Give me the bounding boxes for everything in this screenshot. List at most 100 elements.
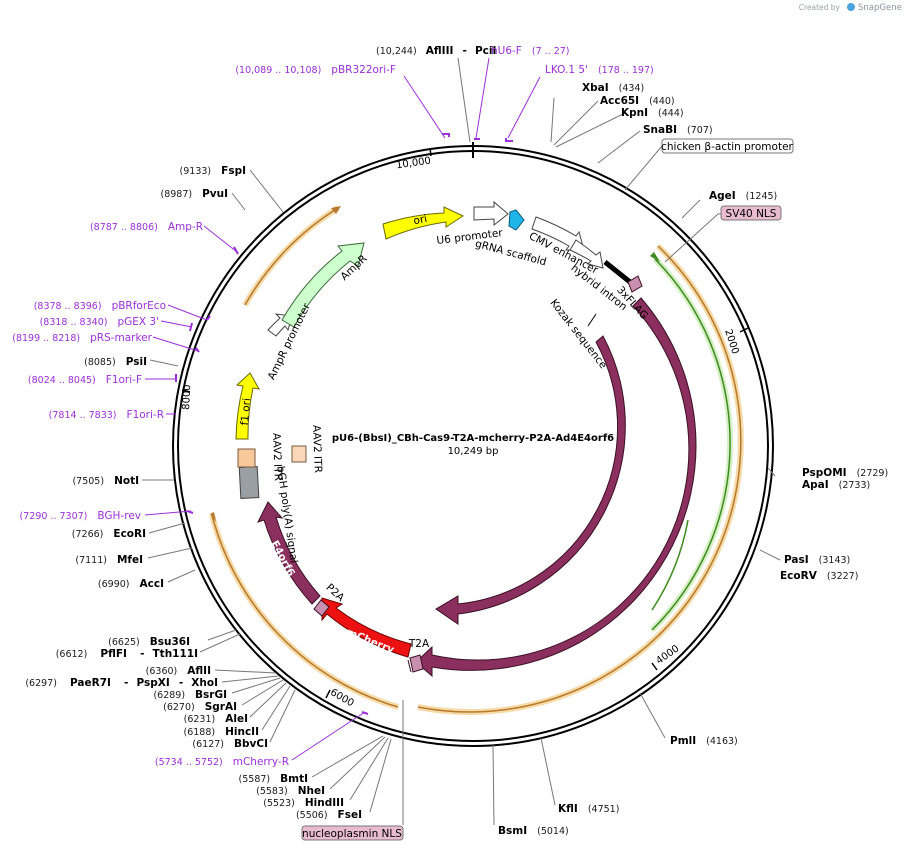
credit-brand: SnapGene [858,3,902,13]
primer-mcherry-r[interactable]: (5734 .. 5752)mCherry-R [155,756,289,768]
enzyme-acc65I[interactable]: Acc65I(440) [600,95,675,107]
enzyme-ageI[interactable]: AgeI(1245) [709,190,777,202]
ruler-tick-4000 [651,662,658,671]
enzyme-aleI[interactable]: (6231)AleI [184,713,248,725]
primer-lko[interactable]: LKO.1 5'(178 .. 197) [545,64,654,76]
leader-snaBI [597,130,641,164]
enzyme-bsmI[interactable]: BsmI(5014) [498,825,569,837]
orf-green-arc [651,258,731,631]
enzyme-apaI[interactable]: ApaI(2733) [802,479,870,491]
f1-ori-label: f1 ori [239,398,253,426]
enzyme-xbaI[interactable]: XbaI(434) [582,82,644,94]
f1-ori-feature [235,372,260,440]
leader-pvuI [231,192,246,211]
enzyme-hindIII[interactable]: (5523)HindIII [263,797,344,809]
ori-feature [382,206,465,240]
primer-prs-marker[interactable]: (8199 .. 8218)pRS-marker [12,332,152,344]
leader-hincII [261,685,291,731]
enzyme-fseI[interactable]: (5506)FseI [296,809,362,821]
cas9-inner-feature [435,335,626,625]
enzyme-snaBI[interactable]: SnaBI(707) [643,124,713,136]
orf-cas9-arc [417,245,742,713]
primer-pbr322ori-f[interactable]: (10,089 .. 10,108)pBR322ori-F [235,64,396,76]
kozak-label: Kozak sequence [548,297,610,371]
enzyme-ecoRI[interactable]: (7266)EcoRI [72,528,146,540]
credit-prefix: Created by [799,3,841,12]
enzyme-notI[interactable]: (7505)NotI [72,475,139,487]
primer-mark-bghrev [186,510,194,514]
primer-lines [144,57,541,761]
leader-fspI [249,169,284,213]
orf-amp-arc [244,207,339,306]
enzyme-bsrGI[interactable]: (6289)BsrGI [153,689,227,701]
ruler-label-10000: 10,000 [395,156,431,172]
sv40-nls-label[interactable]: SV40 NLS [726,208,777,220]
enzyme-pasI[interactable]: PasI(3143) [784,554,850,566]
enzyme-ecoRV[interactable]: EcoRV(3227) [780,570,858,582]
enzyme-pciI-name: PciI [475,45,496,57]
enzyme-hincII[interactable]: (6188)HincII [184,726,260,738]
primer-pbrforeco[interactable]: (8378 .. 8396)pBRforEco [34,300,166,312]
enzyme-aflIII[interactable]: (10,244) AflIII - PciI [376,39,496,58]
ruler-tick-6000 [325,689,331,699]
enzyme-fspI[interactable]: (9133)FspI [180,165,246,177]
primer-amp-r[interactable]: (8787 .. 8806)Amp-R [90,221,203,233]
enzyme-labels: (10,244) AflIII - PciI XbaI(434) Acc65I(… [25,39,888,837]
primer-line-mcherryr [291,711,366,761]
primer-pgex3[interactable]: (8318 .. 8340)pGEX 3' [40,316,159,328]
enzyme-bmtI[interactable]: (5587)BmtI [239,773,308,785]
leader-xbaI [550,97,555,143]
leader-lines [142,57,781,826]
u6-promoter-feature [473,200,509,227]
sv40-nls-box [720,205,782,221]
primer-hu6f[interactable]: hU6-F(7 .. 27) [491,45,569,57]
t2a-marker-line [407,659,412,673]
leader-bsrGI [231,677,281,694]
primer-line-pgex [160,320,193,328]
bgh-polya-feature [238,466,260,499]
orf-amp-highlight [242,205,340,307]
leader-bbvCI [269,689,296,743]
enzyme-kpnI[interactable]: KpnI(444) [621,107,684,119]
chicken-actin-box [661,138,794,154]
hybrid-intron-feature [569,239,604,269]
nucleoplasmin-nls-box [301,825,404,841]
enzyme-sgrAI[interactable]: (6270)SgrAI [163,701,237,713]
map-title-block: pU6-(BbsI)_CBh-Cas9-T2A-mcherry-P2A-Ad4E… [332,433,614,457]
enzyme-paeR7I-pspXI-xhoI[interactable]: (6297) PaeR7I - PspXI - XhoI [25,671,218,690]
nucleoplasmin-nls-label[interactable]: nucleoplasmin NLS [302,828,402,840]
enzyme-aflII[interactable]: (6360)AflII [146,665,211,677]
primer-labels: hU6-F(7 .. 27) LKO.1 5'(178 .. 197) (10,… [12,45,653,768]
boxed-labels: chicken β-actin promoter SV40 NLS nucleo… [301,138,794,841]
leader-kpnI [555,112,626,148]
ruler-tick-2000 [739,327,749,333]
aav2-itr-left-feature [237,448,256,468]
t2a-label: T2A [408,638,430,650]
kozak-marker [587,313,597,327]
chicken-actin-label[interactable]: chicken β-actin promoter [661,141,793,153]
orf-green-arrowhead [650,252,660,262]
enzyme-kflI[interactable]: KflI(4751) [558,803,619,815]
enzyme-pmlI[interactable]: PmlI(4163) [670,735,738,747]
leader-ecoRI [148,522,186,534]
enzyme-psiI[interactable]: (8085)PsiI [84,356,147,368]
grna-scaffold-feature [508,209,525,231]
enzyme-pflFI-tth111I[interactable]: (6612) PflFI - Tth111I [56,642,198,661]
enzyme-bsu36I[interactable]: (6625)Bsu36I [108,636,190,648]
leader-ageI [681,199,701,219]
3xflag-feature [603,260,632,284]
primer-f1ori-f[interactable]: (8024 .. 8045)F1ori-F [28,374,142,386]
snapgene-logo-icon [847,3,855,11]
enzyme-nheI[interactable]: (5583)NheI [256,785,325,797]
enzyme-pspOMI[interactable]: PspOMI(2729) [802,467,888,479]
enzyme-pvuI[interactable]: (8987)PvuI [160,188,228,200]
primer-bgh-rev[interactable]: (7290 .. 7307)BGH-rev [20,510,141,522]
primer-f1ori-r[interactable]: (7814 .. 7833)F1ori-R [49,409,164,421]
enzyme-aflIII-pos: (10,244) [376,46,417,57]
leader-bsmI [492,744,495,826]
enzyme-bbvCI[interactable]: (6127)BbvCI [192,738,268,750]
enzyme-accI[interactable]: (6990)AccI [98,578,164,590]
enzyme-mfeI[interactable]: (7111)MfeI [75,554,143,566]
orf-e4-highlight [209,514,399,710]
ori-label: ori [412,213,428,228]
